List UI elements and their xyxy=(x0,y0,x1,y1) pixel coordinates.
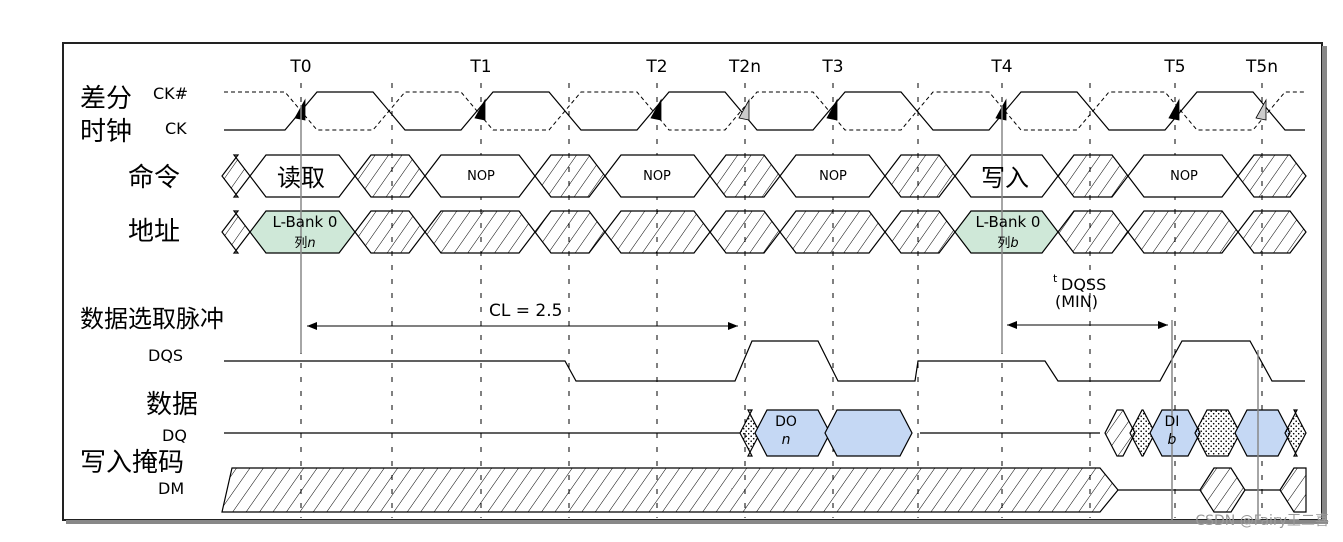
frame-shadow xyxy=(66,520,1328,524)
cl-label: CL = 2.5 xyxy=(489,301,562,321)
tdqss-arrow xyxy=(1007,321,1168,329)
cmd-hatch xyxy=(534,154,606,198)
clock-edge-marker xyxy=(995,98,1007,121)
addr-read-col: 列n xyxy=(294,236,315,251)
dq-do-label: DO xyxy=(775,414,797,430)
clock-edge-marker xyxy=(1255,98,1267,121)
clock-label-t5: T5 xyxy=(1163,57,1185,77)
dm-bus xyxy=(221,467,1307,513)
addr-hatch xyxy=(1237,210,1307,254)
dm-hatch xyxy=(1279,467,1307,513)
cmd-nop-1: NOP xyxy=(467,169,495,184)
addr-write-bank: L-Bank 0 xyxy=(976,213,1041,231)
clock-edge-marker xyxy=(826,98,838,121)
cl-arrow xyxy=(307,322,738,330)
cmd-nop-4: NOP xyxy=(1170,169,1198,184)
cmd-read: 读取 xyxy=(277,164,325,192)
dq-di-label: DI xyxy=(1165,414,1180,430)
ck-n-label: CK# xyxy=(153,84,188,103)
addr-hatch xyxy=(1057,210,1129,254)
clock-edge-marker xyxy=(474,98,486,121)
dm-cn-label: 写入掩码 xyxy=(80,448,184,478)
cmd-hatch xyxy=(709,154,781,198)
tdqss-min-label: (MIN) xyxy=(1055,292,1098,311)
command-label: 命令 xyxy=(128,163,180,193)
clock-label-t0: T0 xyxy=(289,57,311,77)
dq-di-var: b xyxy=(1168,432,1177,448)
diff-clock-label: 差分 xyxy=(80,84,132,114)
cmd-hatch xyxy=(1237,154,1307,198)
cmd-hatch xyxy=(1057,154,1129,198)
addr-hatch xyxy=(221,210,251,254)
watermark: CSDN @Fairy王二喜 xyxy=(1195,513,1329,529)
ck-waveform xyxy=(224,91,1305,131)
clock-label-t2n: T2n xyxy=(728,57,761,77)
clock-label-t4: T4 xyxy=(990,57,1012,77)
ck-label: CK xyxy=(165,119,187,138)
dqs-waveform xyxy=(224,340,1305,382)
dq-burst-segment xyxy=(1284,409,1307,457)
dm-label: DM xyxy=(158,479,184,498)
clock-edge-marker xyxy=(294,98,306,121)
tdqss-t: t xyxy=(1053,272,1058,285)
frame-shadow-right xyxy=(1322,46,1327,524)
addr-hatch xyxy=(604,210,711,254)
addr-hatch xyxy=(354,210,426,254)
clock-label-t2: T2 xyxy=(645,57,667,77)
dq-burst-segment xyxy=(824,409,913,457)
dm-hatch xyxy=(1199,467,1246,513)
cmd-nop-3: NOP xyxy=(819,169,847,184)
addr-write-col: 列b xyxy=(997,236,1018,251)
clock-label-t1: T1 xyxy=(469,57,491,77)
dq-bus xyxy=(224,409,1307,457)
dq-do-var: n xyxy=(782,432,791,448)
clock-label-t3: T3 xyxy=(821,57,843,77)
clock-edge-marker xyxy=(650,98,662,121)
cmd-write: 写入 xyxy=(981,164,1029,192)
clock-labels: T0 T1 T2 T2n T3 T4 T5 T5n xyxy=(289,57,1278,77)
clock-label-t5n: T5n xyxy=(1245,57,1278,77)
data-label: 数据 xyxy=(146,390,198,420)
clock-edge-marker xyxy=(1168,98,1180,121)
dq-burst-segment xyxy=(1234,409,1291,457)
cmd-nop-2: NOP xyxy=(643,169,671,184)
addr-hatch xyxy=(884,210,956,254)
address-bus xyxy=(221,210,1307,254)
addr-hatch xyxy=(779,210,886,254)
command-bus xyxy=(221,154,1307,198)
clock-label: 时钟 xyxy=(80,117,132,147)
cmd-hatch xyxy=(354,154,426,198)
addr-hatch xyxy=(424,210,536,254)
addr-read-bank: L-Bank 0 xyxy=(273,213,338,231)
tdqss-label: DQSS xyxy=(1061,275,1106,294)
clock-edge-marker xyxy=(738,98,750,121)
clock-edge-markers xyxy=(294,98,1267,121)
dqs-label: DQS xyxy=(148,346,183,365)
address-label: 地址 xyxy=(128,217,180,247)
addr-hatch xyxy=(1127,210,1239,254)
cmd-hatch xyxy=(884,154,956,198)
dm-hatch xyxy=(221,467,1119,513)
addr-hatch xyxy=(709,210,781,254)
dq-burst-segment xyxy=(1194,409,1241,457)
dqs-cn-label: 数据选取脉冲 xyxy=(80,305,224,333)
addr-hatch xyxy=(534,210,606,254)
dq-label: DQ xyxy=(162,426,187,445)
ck-n-waveform xyxy=(224,91,1305,131)
cmd-hatch xyxy=(221,154,251,198)
